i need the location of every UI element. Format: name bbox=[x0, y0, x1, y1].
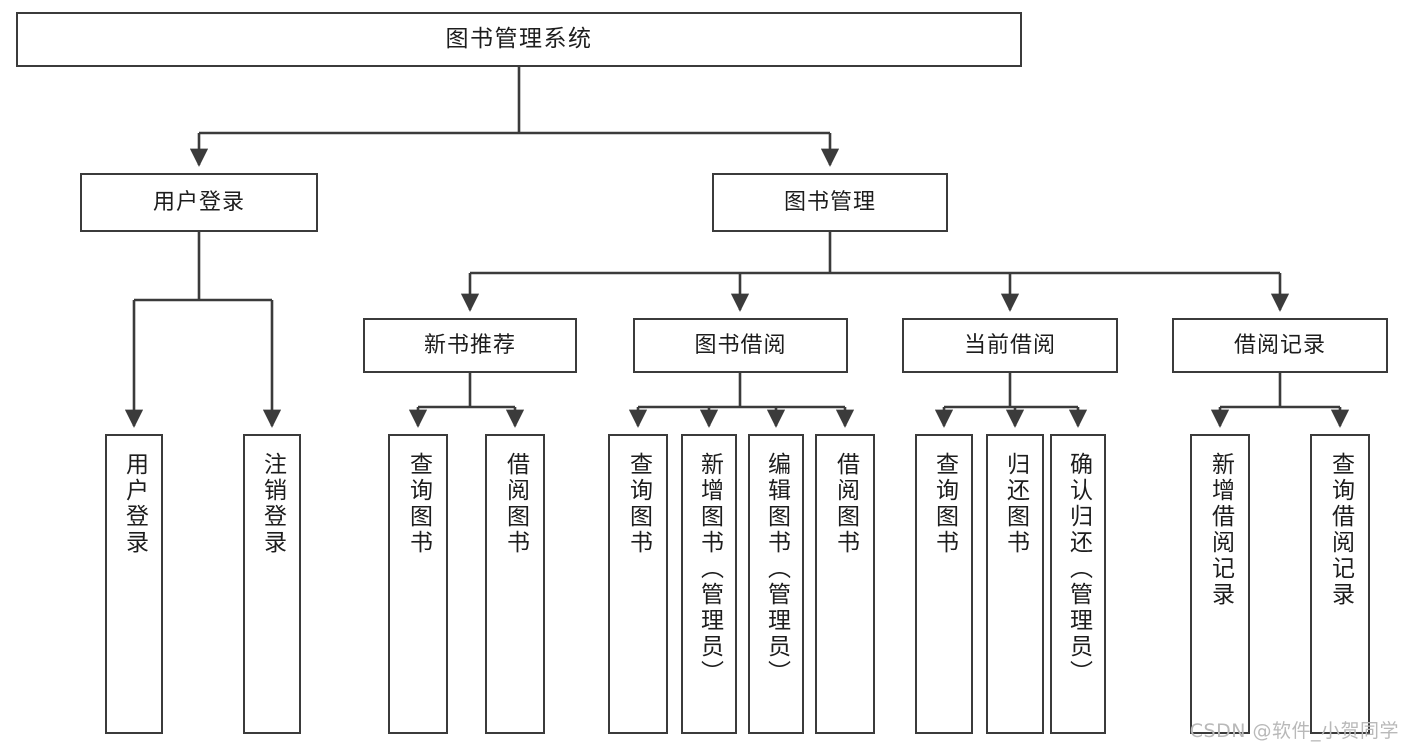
node-book-borrow[interactable]: 图书借阅 bbox=[633, 318, 848, 373]
node-label: 新增图书（管理员） bbox=[696, 452, 723, 686]
node-label: 查询借阅记录 bbox=[1327, 452, 1354, 608]
node-borrow-record[interactable]: 借阅记录 bbox=[1172, 318, 1388, 373]
node-leaf-query-borrow-record[interactable]: 查询借阅记录 bbox=[1310, 434, 1370, 734]
node-label: 图书管理系统 bbox=[445, 25, 593, 52]
node-label: 查询图书 bbox=[405, 452, 432, 556]
node-label: 查询图书 bbox=[931, 452, 958, 556]
node-label: 新书推荐 bbox=[423, 332, 516, 358]
node-label: 新增借阅记录 bbox=[1207, 452, 1234, 608]
node-leaf-return-book[interactable]: 归还图书 bbox=[986, 434, 1044, 734]
node-leaf-add-book-admin[interactable]: 新增图书（管理员） bbox=[681, 434, 737, 734]
node-label: 用户登录 bbox=[152, 189, 245, 215]
csdn-watermark: CSDN @软件_小贺同学 bbox=[1189, 720, 1399, 742]
node-label: 查询图书 bbox=[625, 452, 652, 556]
node-leaf-query-book-recommend[interactable]: 查询图书 bbox=[388, 434, 448, 734]
node-label: 归还图书 bbox=[1002, 452, 1029, 556]
node-current-borrow[interactable]: 当前借阅 bbox=[902, 318, 1118, 373]
node-leaf-query-book-current[interactable]: 查询图书 bbox=[915, 434, 973, 734]
node-leaf-borrow-book[interactable]: 借阅图书 bbox=[815, 434, 875, 734]
node-leaf-borrow-book-recommend[interactable]: 借阅图书 bbox=[485, 434, 545, 734]
node-leaf-logout-login[interactable]: 注销登录 bbox=[243, 434, 301, 734]
node-book-manage[interactable]: 图书管理 bbox=[712, 173, 948, 232]
node-leaf-confirm-return-admin[interactable]: 确认归还（管理员） bbox=[1050, 434, 1106, 734]
node-new-book-recommend[interactable]: 新书推荐 bbox=[363, 318, 577, 373]
node-leaf-user-login[interactable]: 用户登录 bbox=[105, 434, 163, 734]
node-label: 借阅图书 bbox=[502, 452, 529, 556]
node-leaf-add-borrow-record[interactable]: 新增借阅记录 bbox=[1190, 434, 1250, 734]
node-leaf-query-book-borrow[interactable]: 查询图书 bbox=[608, 434, 668, 734]
node-label: 编辑图书（管理员） bbox=[763, 452, 790, 686]
node-label: 注销登录 bbox=[259, 452, 286, 556]
node-label: 借阅图书 bbox=[832, 452, 859, 556]
node-label: 借阅记录 bbox=[1233, 332, 1326, 358]
node-label: 确认归还（管理员） bbox=[1065, 452, 1092, 686]
node-label: 图书管理 bbox=[783, 189, 876, 215]
node-leaf-edit-book-admin[interactable]: 编辑图书（管理员） bbox=[748, 434, 804, 734]
node-label: 图书借阅 bbox=[694, 332, 787, 358]
node-label: 当前借阅 bbox=[963, 332, 1056, 358]
node-root-system[interactable]: 图书管理系统 bbox=[16, 12, 1022, 67]
node-user-login[interactable]: 用户登录 bbox=[80, 173, 318, 232]
node-label: 用户登录 bbox=[121, 452, 148, 556]
